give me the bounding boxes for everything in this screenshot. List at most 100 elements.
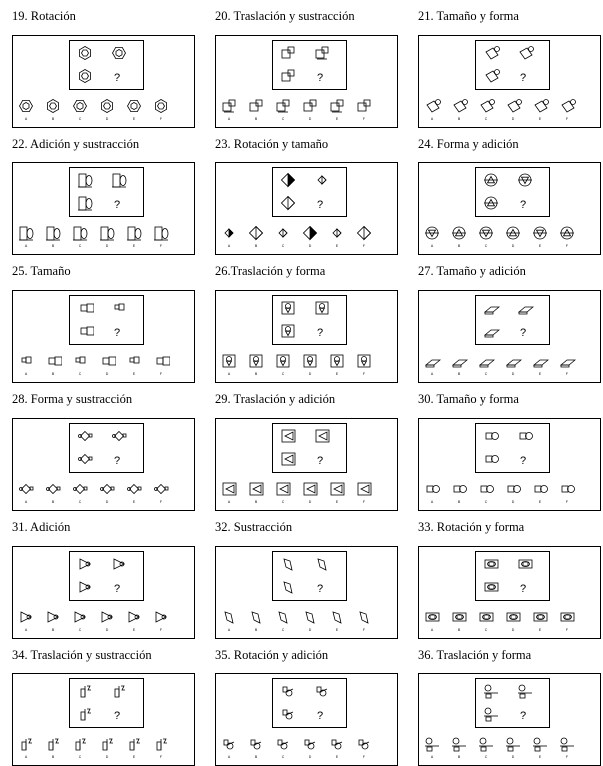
answer-option-figure[interactable] (357, 482, 373, 498)
answer-option-figure[interactable] (452, 354, 468, 370)
answer-option-figure[interactable] (100, 482, 116, 498)
answer-option-figure[interactable] (425, 482, 441, 498)
answer-option-figure[interactable] (46, 610, 62, 626)
answer-option-figure[interactable] (127, 737, 143, 753)
answer-option-figure[interactable] (100, 99, 116, 115)
answer-option-figure[interactable] (330, 610, 346, 626)
answer-option-figure[interactable] (222, 737, 238, 753)
answer-option-figure[interactable] (330, 354, 346, 370)
answer-option-figure[interactable] (357, 610, 373, 626)
answer-option-figure[interactable] (276, 226, 292, 242)
answer-option-figure[interactable] (154, 354, 170, 370)
answer-option-figure[interactable] (560, 226, 576, 242)
answer-option-figure[interactable] (276, 354, 292, 370)
answer-option-figure[interactable] (533, 482, 549, 498)
answer-option-figure[interactable] (533, 354, 549, 370)
answer-option-figure[interactable] (330, 482, 346, 498)
answer-option-figure[interactable] (452, 737, 468, 753)
answer-option-figure[interactable] (452, 226, 468, 242)
answer-option-figure[interactable] (357, 226, 373, 242)
answer-option-figure[interactable] (19, 610, 35, 626)
answer-option-figure[interactable] (100, 737, 116, 753)
answer-option-figure[interactable] (452, 610, 468, 626)
answer-option-figure[interactable] (19, 482, 35, 498)
answer-option-figure[interactable] (425, 610, 441, 626)
answer-option-figure[interactable] (330, 226, 346, 242)
answer-option-figure[interactable] (560, 737, 576, 753)
answer-option-figure[interactable] (19, 354, 35, 370)
answer-option-figure[interactable] (533, 737, 549, 753)
answer-option-figure[interactable] (506, 482, 522, 498)
answer-option-figure[interactable] (73, 610, 89, 626)
answer-option-figure[interactable] (46, 737, 62, 753)
answer-option-figure[interactable] (19, 226, 35, 242)
answer-option-figure[interactable] (479, 610, 495, 626)
answer-option-figure[interactable] (479, 737, 495, 753)
answer-option-figure[interactable] (222, 226, 238, 242)
answer-option-figure[interactable] (357, 354, 373, 370)
answer-option-figure[interactable] (249, 737, 265, 753)
answer-option-figure[interactable] (154, 482, 170, 498)
answer-option-figure[interactable] (154, 610, 170, 626)
answer-option-figure[interactable] (222, 482, 238, 498)
answer-option-figure[interactable] (249, 354, 265, 370)
answer-option-figure[interactable] (127, 99, 143, 115)
answer-option-figure[interactable] (154, 737, 170, 753)
answer-option-figure[interactable] (73, 99, 89, 115)
answer-option-figure[interactable] (479, 99, 495, 115)
answer-option-figure[interactable] (73, 226, 89, 242)
answer-option-figure[interactable] (303, 354, 319, 370)
answer-option-figure[interactable] (303, 482, 319, 498)
answer-option-figure[interactable] (425, 99, 441, 115)
answer-option-figure[interactable] (330, 99, 346, 115)
answer-option-figure[interactable] (479, 354, 495, 370)
answer-option-figure[interactable] (19, 737, 35, 753)
answer-option-figure[interactable] (303, 737, 319, 753)
answer-option-figure[interactable] (276, 610, 292, 626)
answer-option-figure[interactable] (425, 226, 441, 242)
answer-option-figure[interactable] (560, 99, 576, 115)
answer-option-figure[interactable] (303, 99, 319, 115)
answer-option-figure[interactable] (479, 482, 495, 498)
answer-option-figure[interactable] (357, 737, 373, 753)
answer-option-figure[interactable] (479, 226, 495, 242)
answer-option-figure[interactable] (46, 354, 62, 370)
answer-option-figure[interactable] (506, 737, 522, 753)
answer-option-figure[interactable] (222, 610, 238, 626)
answer-option-figure[interactable] (357, 99, 373, 115)
answer-option-figure[interactable] (100, 610, 116, 626)
answer-option-figure[interactable] (560, 482, 576, 498)
answer-option-figure[interactable] (560, 610, 576, 626)
answer-option-figure[interactable] (249, 99, 265, 115)
answer-option-figure[interactable] (19, 99, 35, 115)
answer-option-figure[interactable] (127, 226, 143, 242)
answer-option-figure[interactable] (533, 99, 549, 115)
answer-option-figure[interactable] (452, 99, 468, 115)
answer-option-figure[interactable] (46, 99, 62, 115)
answer-option-figure[interactable] (506, 354, 522, 370)
answer-option-figure[interactable] (425, 737, 441, 753)
answer-option-figure[interactable] (303, 610, 319, 626)
answer-option-figure[interactable] (506, 226, 522, 242)
answer-option-figure[interactable] (127, 610, 143, 626)
answer-option-figure[interactable] (452, 482, 468, 498)
answer-option-figure[interactable] (276, 99, 292, 115)
answer-option-figure[interactable] (506, 99, 522, 115)
answer-option-figure[interactable] (276, 482, 292, 498)
answer-option-figure[interactable] (154, 226, 170, 242)
answer-option-figure[interactable] (249, 482, 265, 498)
answer-option-figure[interactable] (222, 99, 238, 115)
answer-option-figure[interactable] (330, 737, 346, 753)
answer-option-figure[interactable] (222, 354, 238, 370)
answer-option-figure[interactable] (73, 737, 89, 753)
answer-option-figure[interactable] (533, 610, 549, 626)
answer-option-figure[interactable] (73, 354, 89, 370)
answer-option-figure[interactable] (560, 354, 576, 370)
answer-option-figure[interactable] (425, 354, 441, 370)
answer-option-figure[interactable] (127, 354, 143, 370)
answer-option-figure[interactable] (154, 99, 170, 115)
answer-option-figure[interactable] (73, 482, 89, 498)
answer-option-figure[interactable] (276, 737, 292, 753)
answer-option-figure[interactable] (127, 482, 143, 498)
answer-option-figure[interactable] (303, 226, 319, 242)
